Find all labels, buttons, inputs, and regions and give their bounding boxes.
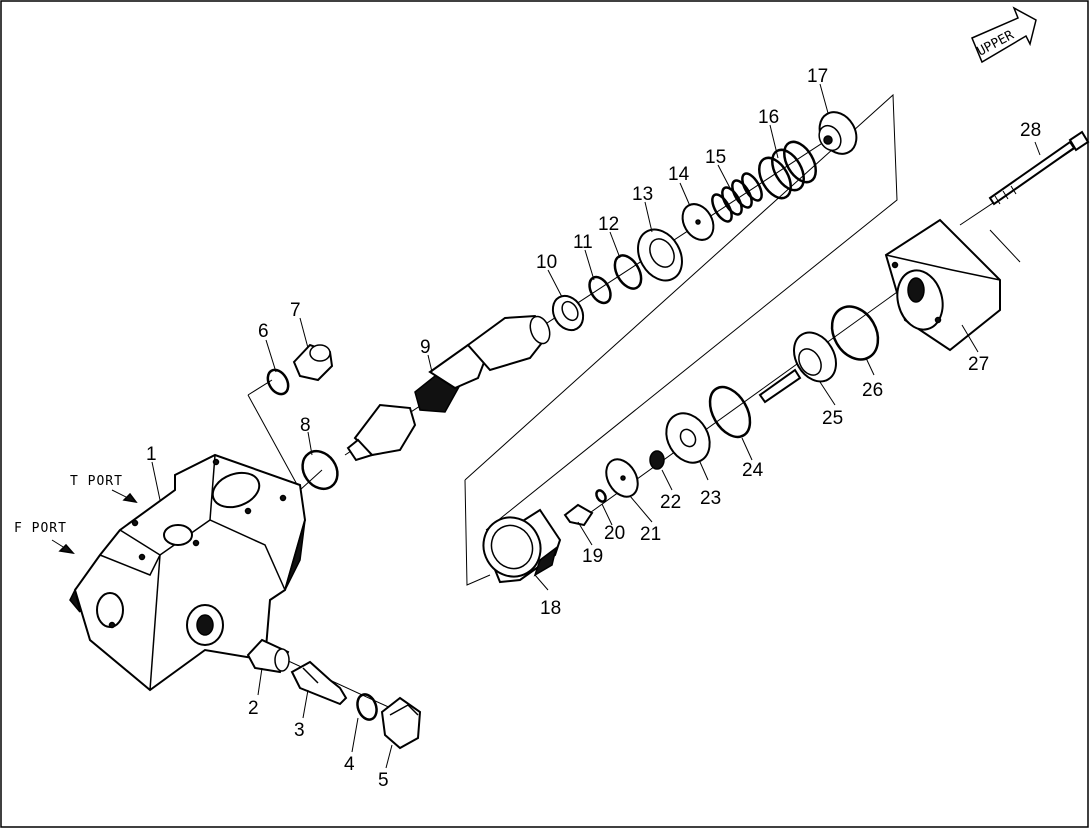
callout-27: 27 xyxy=(968,354,989,375)
callout-3: 3 xyxy=(294,720,305,741)
callout-23: 23 xyxy=(700,488,721,509)
part-25-piston xyxy=(758,331,837,404)
callout-8: 8 xyxy=(300,415,311,436)
f-port-label: F PORT xyxy=(14,521,67,536)
part-6-o-ring xyxy=(266,368,290,396)
callout-20: 20 xyxy=(604,523,625,544)
part-3-poppet xyxy=(290,660,348,706)
callout-15: 15 xyxy=(705,147,726,168)
callout-19: 19 xyxy=(582,546,603,567)
part-11-o-ring xyxy=(588,275,612,305)
part-8-backup-ring xyxy=(301,449,339,491)
part-13-retainer xyxy=(637,228,683,282)
callout-28: 28 xyxy=(1020,120,1041,141)
callout-14: 14 xyxy=(668,164,690,185)
f-port-indicator: F PORT xyxy=(14,521,75,555)
callout-4: 4 xyxy=(344,754,355,775)
callout-12: 12 xyxy=(598,214,619,235)
part-10-collar xyxy=(551,294,585,332)
part-1-valve-body xyxy=(69,453,307,692)
callout-16: 16 xyxy=(758,107,779,128)
part-27-cover xyxy=(884,218,1001,352)
t-port-indicator: T PORT xyxy=(70,474,138,504)
upper-orientation-arrow: UPPER xyxy=(971,6,1037,64)
callout-25: 25 xyxy=(822,408,843,429)
callout-17: 17 xyxy=(807,66,828,87)
callout-13: 13 xyxy=(632,184,653,205)
callout-9: 9 xyxy=(420,337,431,358)
part-18-cap-nut xyxy=(482,508,562,584)
part-16-spring xyxy=(758,140,817,200)
callout-7: 7 xyxy=(290,300,301,321)
callout-18: 18 xyxy=(540,598,561,619)
part-14-washer xyxy=(681,203,715,241)
part-22-ball xyxy=(649,450,665,470)
part-24-o-ring xyxy=(708,385,752,439)
part-2-sleeve xyxy=(246,638,290,674)
callout-5: 5 xyxy=(378,770,389,791)
part-9-spool xyxy=(346,314,551,462)
part-20-washer xyxy=(595,489,607,503)
part-5-plug xyxy=(380,696,422,750)
callout-2: 2 xyxy=(248,698,259,719)
part-19-nipple xyxy=(563,503,594,527)
part-23-seat xyxy=(665,412,711,464)
part-7-plug xyxy=(292,343,334,382)
part-15-spring xyxy=(711,172,763,223)
callout-24: 24 xyxy=(742,460,764,481)
callout-numbers: 1 2 3 4 5 6 7 8 9 10 11 12 13 14 15 16 1… xyxy=(146,66,1041,791)
callout-6: 6 xyxy=(258,321,269,342)
callout-1: 1 xyxy=(146,444,157,465)
part-28-bolt xyxy=(988,130,1090,206)
part-17-spring-seat xyxy=(818,111,858,155)
part-26-o-ring xyxy=(830,305,880,361)
callout-22: 22 xyxy=(660,492,681,513)
callout-11: 11 xyxy=(573,232,593,253)
t-port-label: T PORT xyxy=(70,474,123,489)
callout-21: 21 xyxy=(640,524,661,545)
callout-26: 26 xyxy=(862,380,883,401)
part-21-plate xyxy=(605,458,639,498)
callout-leaders xyxy=(151,83,1041,769)
part-4-o-ring xyxy=(356,693,378,721)
callout-10: 10 xyxy=(536,252,557,273)
